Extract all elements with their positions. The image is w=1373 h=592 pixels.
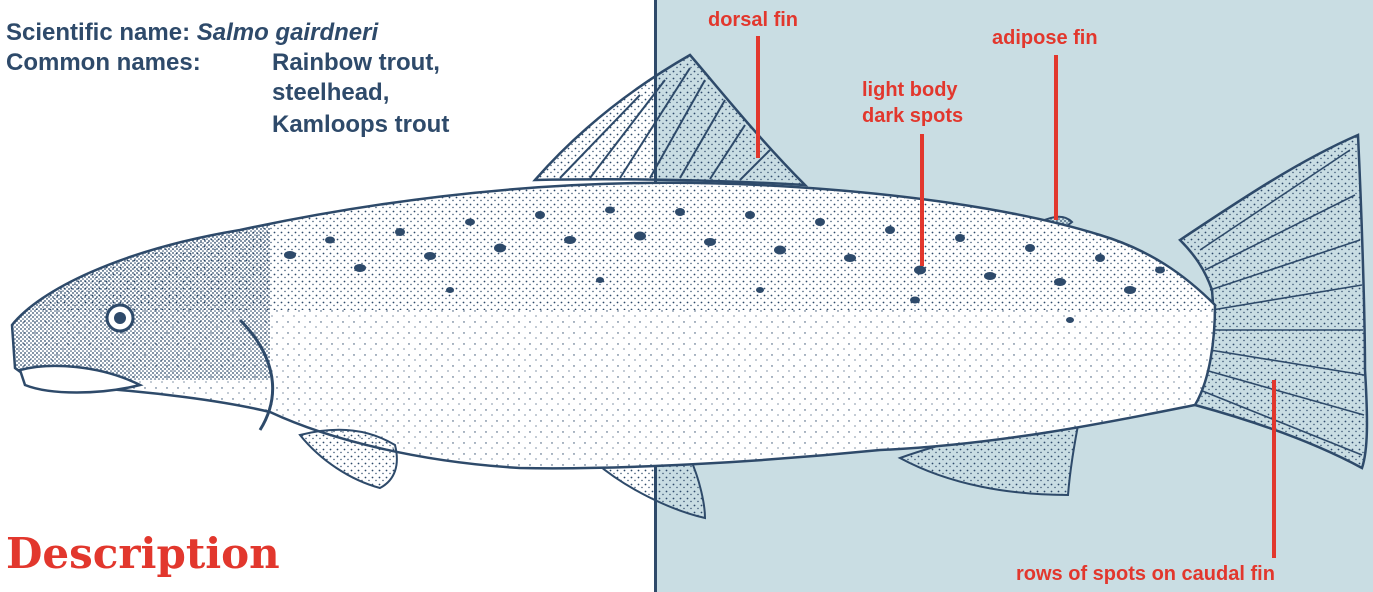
- label-dorsal-fin: dorsal fin: [708, 8, 798, 32]
- leader-adipose-fin: [1054, 55, 1058, 220]
- common-name-2: steelhead,: [272, 78, 389, 108]
- scientific-name-label: Scientific name:: [6, 19, 197, 46]
- scientific-name-value: Salmo gairdneri: [197, 19, 378, 46]
- leader-dorsal-fin: [756, 36, 760, 158]
- scientific-name-line: Scientific name: Salmo gairdneri: [6, 18, 378, 48]
- section-heading: Description: [6, 528, 280, 580]
- dorsal-fin: [535, 55, 805, 185]
- label-caudal-spots: rows of spots on caudal fin: [1016, 562, 1275, 586]
- leader-caudal-spots: [1272, 380, 1276, 558]
- label-light-body: light body: [862, 78, 958, 102]
- common-names-label: Common names:: [6, 48, 201, 78]
- pectoral-fin: [300, 430, 397, 488]
- label-adipose-fin: adipose fin: [992, 26, 1098, 50]
- common-name-1: Rainbow trout,: [272, 48, 440, 78]
- leader-light-body: [920, 134, 924, 266]
- common-name-3: Kamloops trout: [272, 110, 449, 140]
- label-dark-spots: dark spots: [862, 104, 963, 128]
